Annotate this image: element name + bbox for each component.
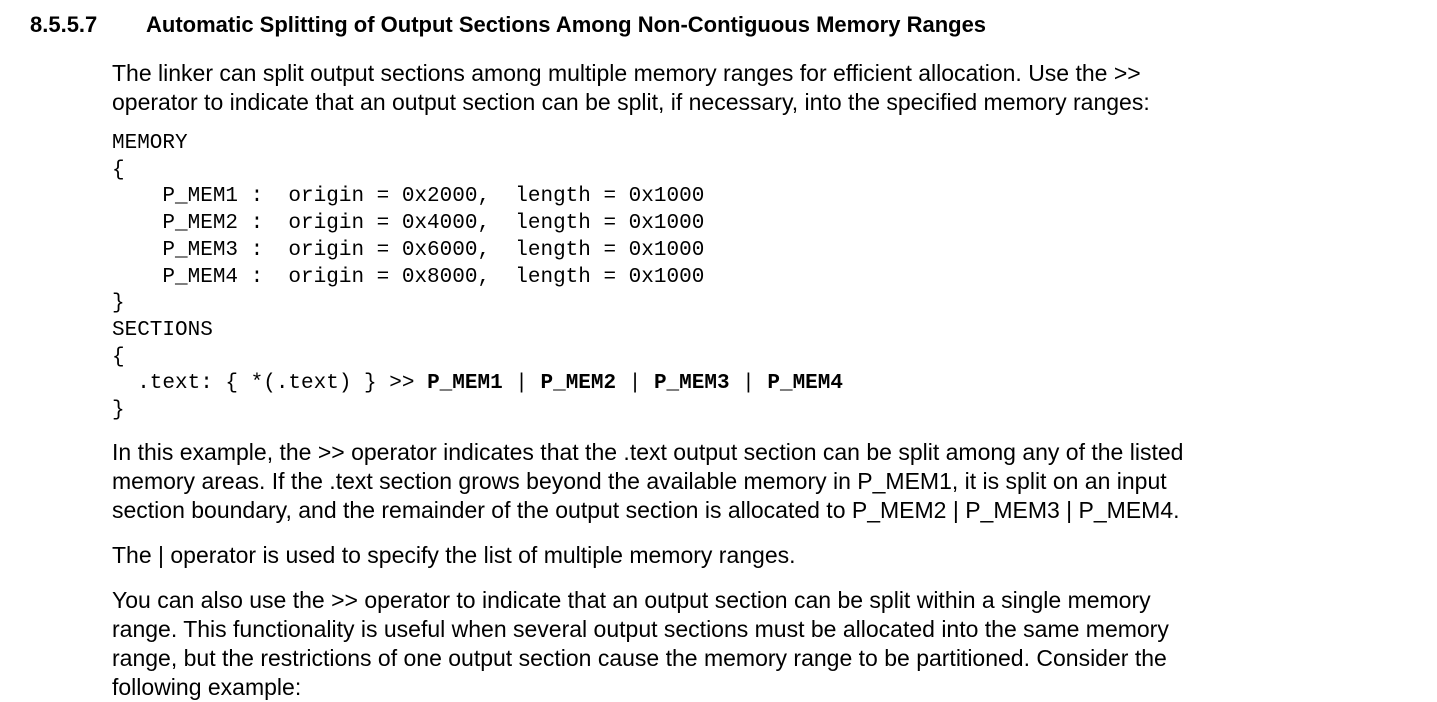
code-line: P_MEM4 : origin = 0x8000, length = 0x100… xyxy=(112,265,705,289)
code-line: { xyxy=(112,345,125,369)
code-line: .text: { *(.text) } >> P_MEM1 | P_MEM2 |… xyxy=(112,372,843,396)
text-line: memory areas. If the .text section grows… xyxy=(112,467,1167,494)
section-heading: 8.5.5.7 Automatic Splitting of Output Se… xyxy=(0,12,1437,38)
text-line: The | operator is used to specify the li… xyxy=(112,541,796,568)
paragraph-example-explanation: In this example, the >> operator indicat… xyxy=(112,438,1437,525)
text-line: following example: xyxy=(112,673,302,700)
code-line: } xyxy=(112,399,125,423)
code-line: MEMORY xyxy=(112,132,188,155)
code-line: P_MEM2 : origin = 0x4000, length = 0x100… xyxy=(112,212,705,236)
text-line: range, but the restrictions of one outpu… xyxy=(112,644,1167,671)
text-line: section boundary, and the remainder of t… xyxy=(112,496,1180,523)
paragraph-pipe-operator: The | operator is used to specify the li… xyxy=(112,541,1437,570)
code-line: P_MEM1 : origin = 0x2000, length = 0x100… xyxy=(112,185,705,209)
section-title: Automatic Splitting of Output Sections A… xyxy=(146,12,987,37)
code-line: } xyxy=(112,292,125,316)
code-block-memory-sections: MEMORY { P_MEM1 : origin = 0x2000, length… xyxy=(112,131,1437,425)
text-line: In this example, the >> operator indicat… xyxy=(112,438,1184,465)
code-line: SECTIONS xyxy=(112,318,213,342)
code-line: P_MEM3 : origin = 0x6000, length = 0x100… xyxy=(112,238,705,262)
text-line: You can also use the >> operator to indi… xyxy=(112,586,1151,613)
code-line: { xyxy=(112,158,125,182)
section-number: 8.5.5.7 xyxy=(30,12,98,37)
text-line: operator to indicate that an output sect… xyxy=(112,89,1150,115)
text-line: range. This functionality is useful when… xyxy=(112,615,1169,642)
paragraph-intro: The linker can split output sections amo… xyxy=(112,59,1437,117)
paragraph-single-range: You can also use the >> operator to indi… xyxy=(112,586,1437,702)
text-line: The linker can split output sections amo… xyxy=(112,60,1141,86)
